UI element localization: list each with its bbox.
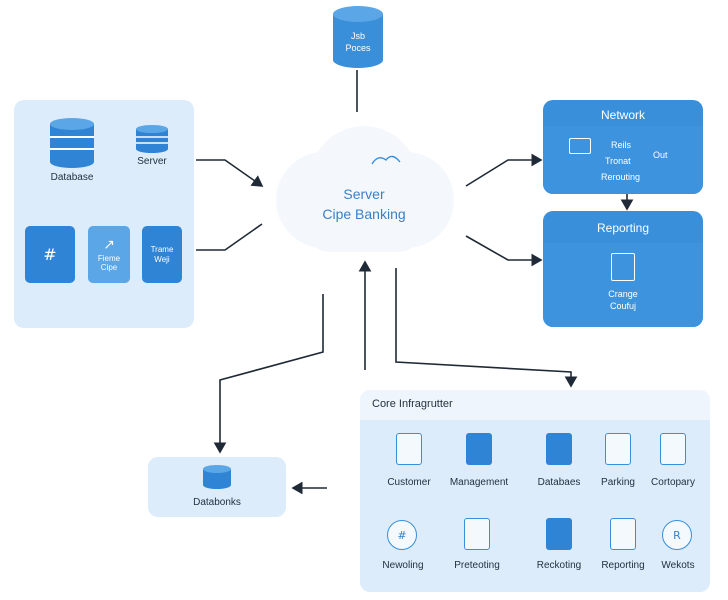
hash-grid-icon: #: [43, 245, 57, 264]
databonks-label: Databonks: [193, 497, 241, 508]
center-cloud[interactable]: Server Cipe Banking: [264, 120, 464, 260]
core-row2-label-0: Newoling: [382, 560, 424, 571]
core-row1-label-2: Databaes: [537, 477, 581, 488]
center-subtitle: Cipe Banking: [322, 206, 406, 222]
connector-reporting: [465, 235, 543, 267]
computer-icon: [569, 138, 591, 154]
reporting-inner: Crange Coufuj: [543, 243, 703, 327]
customer-icon[interactable]: [396, 433, 422, 465]
wekots-icon[interactable]: R: [662, 520, 692, 550]
network-title: Network: [600, 108, 645, 122]
network-line3: Out: [653, 150, 668, 160]
left-panel: Database Server # ↗ Fieme Cipe Trame Wej…: [14, 100, 194, 328]
frame-tile-line1: Trame: [150, 244, 174, 254]
server-icon: [136, 125, 168, 158]
parking-icon[interactable]: [605, 433, 631, 465]
center-title: Server: [343, 186, 385, 202]
frame-tile-line2: Weji: [154, 254, 170, 264]
core-row1-label-1: Management: [449, 477, 509, 488]
chart-tile-line2: Cipe: [100, 262, 118, 272]
top-node-line2: Poces: [345, 43, 371, 53]
frame-tile[interactable]: Trame Weji: [142, 226, 182, 283]
management-icon[interactable]: [466, 433, 492, 465]
core-title: Core Infragrutter: [372, 398, 453, 410]
connector-left-out: [196, 223, 263, 251]
connector-left-in: [196, 159, 264, 187]
reporting-line2: Coufuj: [609, 301, 636, 311]
connector-network: [465, 153, 543, 187]
networking-icon[interactable]: #: [387, 520, 417, 550]
core-row2-label-4: Wekots: [661, 560, 695, 571]
top-node-line1: Jsb: [350, 31, 365, 41]
line-chart-icon: ↗: [103, 236, 115, 253]
document-edit-icon: [611, 253, 635, 281]
databonks-node[interactable]: Databonks: [148, 457, 286, 517]
chart-tile[interactable]: ↗ Fieme Cipe: [88, 226, 130, 283]
core-row1-label-4: Cortopary: [651, 477, 695, 488]
databases-icon[interactable]: [546, 433, 572, 465]
cloud-shape: [276, 126, 454, 252]
network-line1: Reils: [611, 140, 632, 150]
top-cylinder-node[interactable]: Jsb Poces: [333, 6, 383, 68]
company-icon[interactable]: [660, 433, 686, 465]
chart-tile-line1: Fieme: [97, 253, 121, 263]
reporting-title: Reporting: [596, 221, 650, 235]
reporting-panel[interactable]: Reporting Crange Coufuj: [543, 211, 703, 327]
core-row2-label-3: Reporting: [601, 560, 645, 571]
database-label: Database: [50, 172, 94, 183]
grid-tile[interactable]: #: [25, 226, 75, 283]
network-line2: Tronat: [605, 156, 631, 166]
reporting-line1: Crange: [608, 289, 638, 299]
protecting-icon[interactable]: [464, 518, 490, 550]
core-row1-label-3: Parking: [601, 477, 635, 488]
server-label: Server: [137, 156, 167, 167]
cylinder-icon: [333, 6, 383, 68]
core-row2-label-2: Reckoting: [536, 560, 582, 571]
core-row2-label-1: Preteoting: [454, 560, 500, 571]
network-inner: Reils Tronat Out Rerouting: [543, 126, 703, 194]
connector-databonks: [213, 294, 324, 454]
database-icon: [50, 118, 94, 173]
network-line4: Rerouting: [601, 172, 641, 182]
reckoting-icon[interactable]: [546, 518, 572, 550]
core-row1-label-0: Customer: [387, 477, 431, 488]
reporting-doc-icon[interactable]: [610, 518, 636, 550]
network-panel[interactable]: Network Reils Tronat Out Rerouting: [543, 100, 703, 194]
core-panel: Core Infragrutter Customer Management Da…: [360, 390, 710, 592]
database-small-icon: [203, 465, 231, 494]
